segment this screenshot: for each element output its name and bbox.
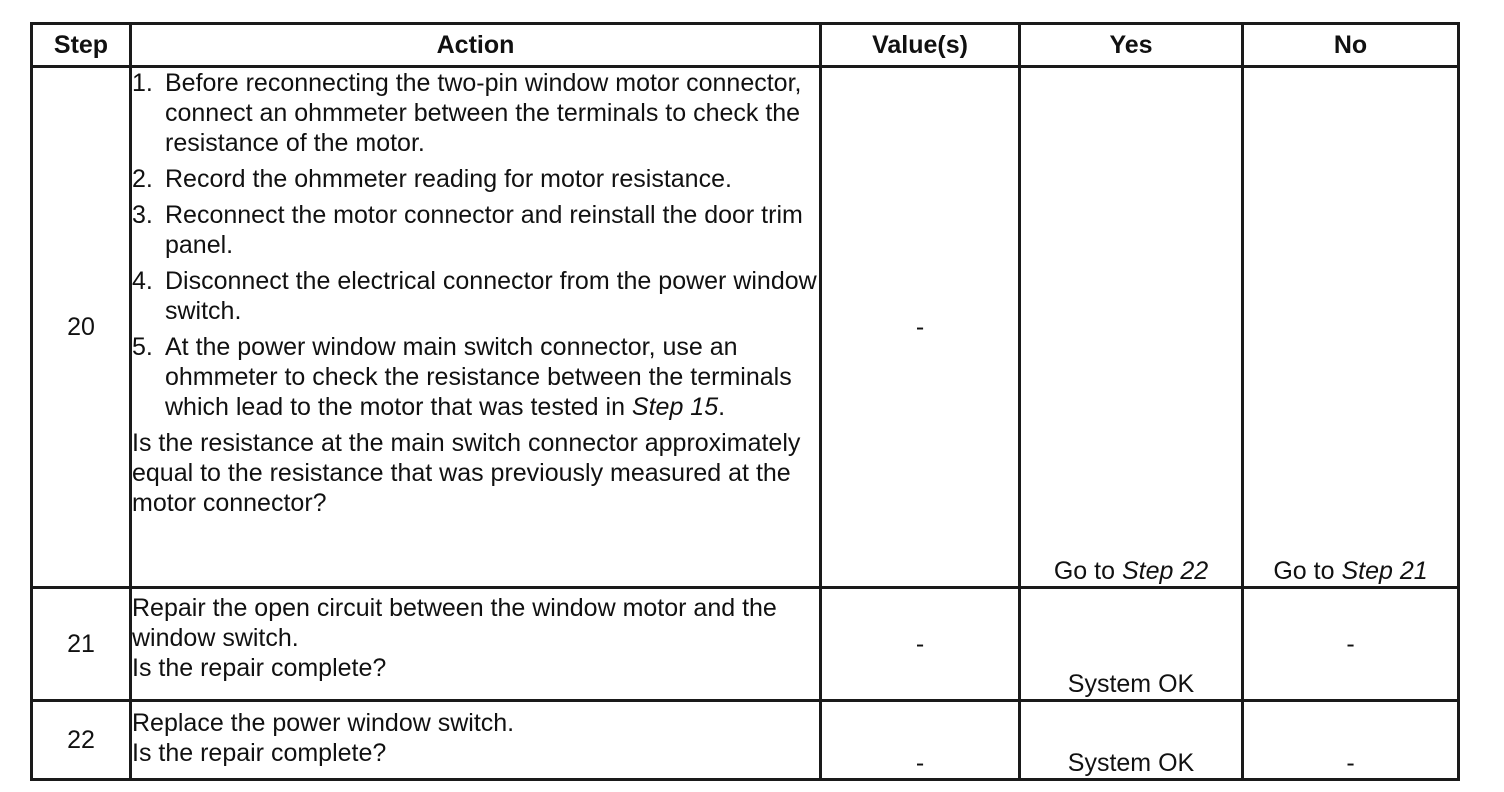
step-number: 21 [30, 586, 132, 702]
header-yes: Yes [1018, 22, 1244, 68]
action-cell: 1. Before reconnecting the two-pin windo… [129, 65, 822, 589]
step-reference: Step 15 [631, 393, 719, 421]
header-no: No [1241, 22, 1460, 68]
no-cell: Go to Step 21 [1241, 65, 1460, 589]
action-question: Is the resistance at the main switch con… [132, 429, 801, 517]
yes-cell: Go to Step 22 [1018, 65, 1244, 589]
step-number: 20 [30, 65, 132, 589]
diagnostic-table: Step Action Value(s) Yes No 20 1. Before… [30, 22, 1460, 781]
action-question: Is the repair complete? [132, 739, 387, 767]
action-text: Repair the open circuit between the wind… [132, 594, 777, 652]
header-step: Step [30, 22, 132, 68]
value-cell: - [819, 586, 1021, 702]
yes-cell: System OK [1018, 699, 1244, 781]
no-cell: - [1241, 586, 1460, 702]
header-row: Step Action Value(s) Yes No [30, 22, 1460, 68]
header-action: Action [129, 22, 822, 68]
list-item: 5. At the power window main switch conne… [132, 333, 792, 421]
list-item: 2. Record the ohmmeter reading for motor… [132, 165, 732, 193]
step-reference: Step 21 [1341, 557, 1428, 585]
action-text: Replace the power window switch. [132, 709, 515, 737]
action-steps-list: 1. Before reconnecting the two-pin windo… [132, 68, 819, 422]
action-cell: Repair the open circuit between the wind… [129, 586, 822, 702]
value-cell: - [819, 699, 1021, 781]
action-question: Is the repair complete? [132, 654, 387, 682]
list-item: 1. Before reconnecting the two-pin windo… [132, 69, 802, 157]
procedure-sheet: Step Action Value(s) Yes No 20 1. Before… [30, 22, 1460, 781]
value-cell: - [819, 65, 1021, 589]
list-item: 4. Disconnect the electrical connector f… [132, 267, 817, 325]
table-row: 22 Replace the power window switch. Is t… [30, 699, 1460, 781]
list-item: 3. Reconnect the motor connector and rei… [132, 201, 803, 259]
table-row: 20 1. Before reconnecting the two-pin wi… [30, 65, 1460, 589]
step-number: 22 [30, 699, 132, 781]
header-values: Value(s) [819, 22, 1021, 68]
table-row: 21 Repair the open circuit between the w… [30, 586, 1460, 702]
action-cell: Replace the power window switch. Is the … [129, 699, 822, 781]
step-reference: Step 22 [1121, 557, 1209, 585]
yes-cell: System OK [1018, 586, 1244, 702]
no-cell: - [1241, 699, 1460, 781]
